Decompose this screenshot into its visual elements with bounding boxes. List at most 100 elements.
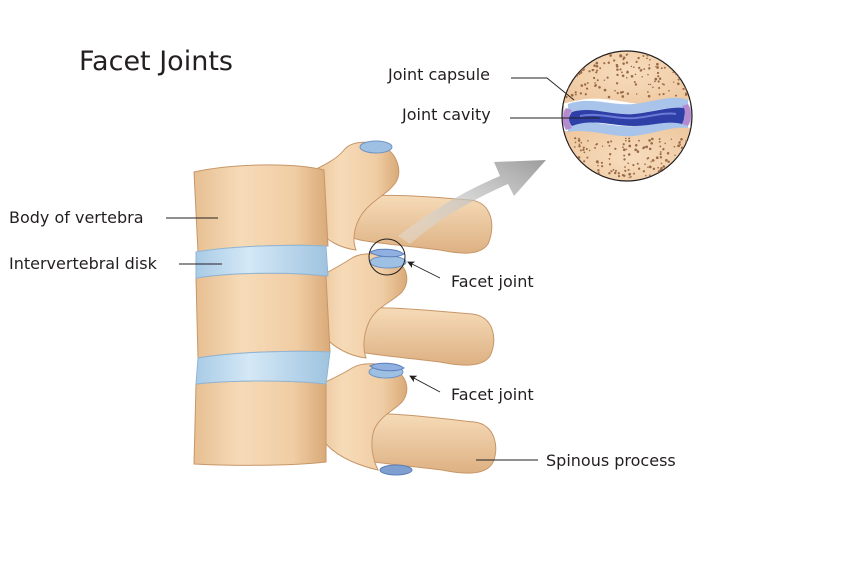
bone-texture-dot [634,144,638,147]
bone-texture-dot [613,59,616,62]
bone-texture-dot [648,67,651,70]
bone-texture-dot [607,61,611,64]
bone-texture-dot [586,156,589,159]
bone-texture-dot [658,140,661,143]
bone-texture-dot [658,86,661,90]
bone-texture-dot [595,160,599,164]
bone-texture-dot [614,89,616,92]
bone-texture-dot [633,81,636,83]
bone-texture-dot [628,172,632,176]
bone-texture-dot [662,165,666,168]
bone-texture-dot [624,166,626,168]
bone-texture-dot [595,53,598,56]
bone-texture-dot [575,51,578,55]
bone-texture-dot [659,145,662,148]
bone-texture-dot [579,92,583,95]
bone-texture-dot [677,169,680,171]
bone-texture-dot [635,148,638,151]
bone-texture-dot [643,68,646,70]
bone-texture-dot [597,172,600,175]
bone-texture-dot [621,74,625,78]
label-facet-joint-upper: Facet joint [451,272,534,291]
bone-texture-dot [677,144,680,148]
bone-texture-dot [622,62,625,65]
bone-texture-dot [606,76,609,79]
bone-texture-dot [647,94,651,98]
bone-texture-dot [615,169,617,172]
bone-texture-dot [582,148,585,152]
bone-texture-dot [584,93,587,96]
bone-texture-dot [567,147,570,150]
bone-texture-dot [676,82,680,86]
bone-texture-dot [636,150,640,153]
facet-joint-lower [369,362,405,372]
leader-facet-joint-upper [407,261,441,279]
bone-texture-dot [662,148,665,151]
bone-texture-dot [594,84,597,87]
bone-texture-dot [645,145,648,149]
bone-texture-dot [667,160,670,163]
bone-texture-dot [583,151,586,154]
bone-texture-dot [675,94,677,97]
bone-texture-dot [565,153,569,156]
bone-texture-dot [655,156,659,160]
bone-texture-dot [665,159,668,162]
bone-texture-dot [666,152,670,155]
bone-texture-dot [593,64,596,67]
bone-texture-dot [638,139,640,142]
bone-texture-dot [603,88,607,92]
bone-texture-dot [680,138,683,141]
bone-texture-dot [607,141,610,144]
bone-texture-dot [637,56,640,60]
bone-texture-dot [636,162,639,165]
vertebral-body-top [193,164,329,253]
bone-texture-dot [659,155,662,159]
bone-texture-dot [622,58,625,61]
bone-texture-dot [584,83,587,86]
bone-texture-dot [576,167,580,171]
bone-texture-dot [574,137,577,140]
bone-texture-dot [577,156,581,159]
bone-texture-dot [600,161,603,164]
bone-texture-dot [575,58,578,61]
bone-texture-dot [659,151,662,153]
bone-texture-dot [565,144,568,148]
bone-texture-dot [578,73,581,75]
bone-texture-dot [575,93,577,96]
bone-texture-dot [570,93,574,97]
bone-texture-dot [647,166,649,168]
bone-texture-dot [575,60,578,63]
bone-texture-dot [610,170,613,173]
bone-texture-dot [661,83,664,85]
bone-texture-dot [600,51,603,54]
bone-texture-dot [567,150,570,153]
bone-texture-dot [596,79,599,82]
leader-lines [166,77,600,461]
bone-texture-dot [567,168,569,171]
bone-texture-dot [656,66,659,69]
bone-texture-dot [595,174,598,177]
bone-texture-dot [608,163,612,166]
bone-texture-dot [662,176,665,179]
bone-texture-dot [624,137,627,140]
bone-texture-dot [603,62,606,65]
bone-texture-dot [673,145,676,148]
bone-texture-dot [635,60,638,64]
bone-texture-dot [588,149,591,152]
bone-texture-dot [670,138,673,140]
bone-texture-dot [619,68,622,71]
bone-texture-dot [648,139,651,142]
bone-texture-dot [592,69,595,71]
bone-texture-dot [574,141,577,144]
bone-texture-dot [677,158,680,161]
intervertebral-disk-upper [195,244,329,279]
bone-texture-dot [616,92,619,95]
bone-texture-dot [616,73,619,77]
bone-texture-dot [659,153,662,156]
bone-texture-dot [608,144,611,147]
bone-texture-dot [648,147,652,151]
bone-texture-dot [573,146,576,148]
bone-texture-dot [668,90,670,92]
bone-texture-dot [598,86,601,89]
bone-texture-dot [626,71,629,74]
